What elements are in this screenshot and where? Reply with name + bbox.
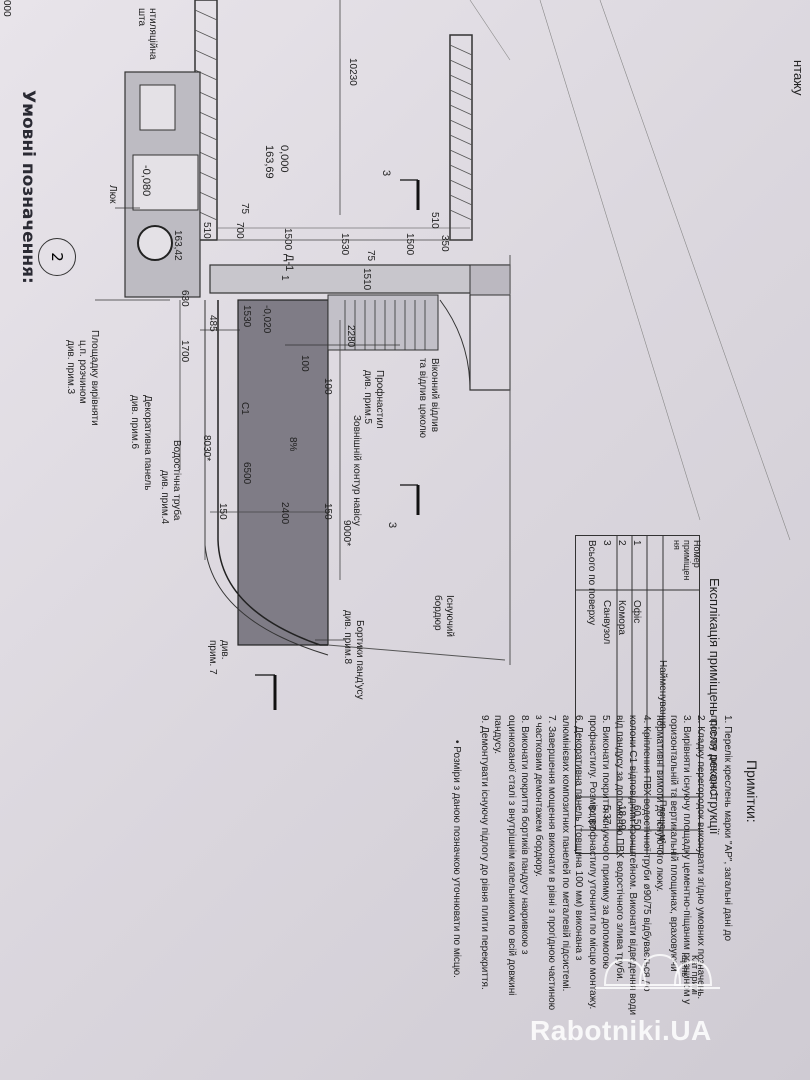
dim-8pct: 8% — [287, 437, 298, 452]
dim-1700: 1700 — [179, 340, 190, 363]
dim-485: 485 — [207, 315, 218, 332]
label-door-num: 1 — [279, 275, 290, 281]
label-level-16342: 163,42 — [172, 230, 183, 261]
row-total-label: Всього по поверху — [586, 540, 597, 626]
hatch-circle — [137, 225, 173, 261]
label-window-tide2: та відлив цоколю — [417, 358, 428, 439]
label-curb-canopy-note: див. прим.8 — [342, 610, 353, 665]
dim-1510: 1510 — [361, 268, 372, 291]
row-1-name: Офіс — [631, 600, 642, 624]
dim-6500: 6500 — [241, 462, 252, 485]
label-level-bottom: 163,69 — [263, 145, 275, 179]
label-curb-canopy: Бортики панд'усу — [354, 620, 365, 700]
label-existing-curb2: бордюр — [432, 595, 443, 631]
label-decor-panel: Декоративна панель — [142, 395, 153, 491]
label-drain-pipe-note: див. прим.4 — [159, 470, 170, 525]
section-mark-mid: 3 — [386, 522, 398, 529]
dim-510a: 510 — [429, 212, 440, 229]
label-window-tide: Віконний відлив — [429, 358, 440, 433]
dim-100b: 100 — [322, 378, 333, 395]
label-see: див. — [219, 640, 230, 660]
th-number: Номер приміщен ня — [672, 540, 702, 581]
dim-8030: 8030* — [201, 435, 212, 462]
dim-630: 630 — [179, 290, 190, 307]
note-line: 8. Виконати покриття бортиків пандусу на… — [519, 715, 531, 955]
note-line: 9. Демонтувати існуючу підлогу до рівня … — [479, 715, 490, 990]
dim-150a: 150 — [217, 503, 228, 520]
note-line: 7. Завершення мощення виконати в рівні з… — [546, 715, 558, 1011]
row-3-name: Санвузол — [601, 600, 612, 645]
helmet-workers-icon — [595, 953, 720, 989]
label-outer-contour: Зовнішній контур навісу — [351, 415, 362, 526]
label-level-minus-080: -0,080 — [140, 165, 152, 197]
dim-700: 700 — [234, 222, 245, 239]
label-platform: Площадку вирівняти — [89, 330, 100, 426]
label-shaft: шта — [136, 8, 147, 27]
dim-2280: 2280 — [345, 325, 356, 348]
dim-2400: 2400 — [279, 502, 290, 525]
note-line: оцинкованої сталі з внутрішнім капельник… — [506, 715, 517, 996]
label-platform3: див. прим.3 — [65, 340, 76, 395]
dim-1530a: 1530 — [339, 233, 350, 256]
label-level-minus-020: -0,020 — [261, 305, 272, 334]
label-profile: Профнастил — [374, 370, 385, 429]
label-existing-curb: Існуючий — [444, 595, 455, 637]
dim-100a: 100 — [299, 355, 310, 372]
wall-right-top — [449, 34, 473, 241]
note-line: пандусу. — [492, 715, 504, 754]
label-profile-note: див. прим.5 — [362, 370, 373, 425]
row-1-num: 1 — [631, 540, 642, 546]
note-line: алюмінієвих композитних панелей по метал… — [560, 715, 571, 992]
dim-1500b: 1500 — [404, 233, 415, 256]
dim-350: 350 — [439, 235, 450, 252]
dim-9000: 9000* — [341, 520, 352, 547]
dim-150b: 150 — [322, 503, 333, 520]
note-line: 6. Декоративна панель (товщина 100 мм) в… — [573, 715, 585, 961]
ramp-area — [237, 299, 329, 646]
dim-000: 000 — [1, 0, 12, 17]
explication-table — [575, 535, 700, 855]
label-door: Д-1 — [283, 254, 295, 272]
footnote: • Розміри з даною позначкою уточнювати п… — [451, 740, 462, 978]
dim-75a: 75 — [239, 203, 250, 215]
legend-title: Умовні позначення: — [18, 90, 38, 284]
note-line: з частковим демонтажем бордюру. — [533, 715, 544, 877]
dim-1530b: 1530 — [241, 305, 252, 328]
label-hatch: Люк — [107, 185, 118, 204]
label-level-top: 0,000 — [278, 145, 290, 173]
section-mark-top: 3 — [380, 170, 392, 177]
label-drain-pipe: Водостічна труба — [171, 440, 182, 521]
row-3-num: 3 — [601, 540, 612, 546]
notes-title: Примітки: — [744, 760, 760, 823]
label-see-note7: прим. 7 — [207, 640, 218, 675]
watermark: Rabotniki.UA — [530, 1015, 712, 1046]
label-platform2: ц.п. розчином — [77, 340, 88, 404]
label-top-cut: нтажу — [791, 60, 806, 96]
label-ventilation: нтиляційна — [147, 8, 158, 60]
label-decor-panel-note: див. прим.6 — [129, 395, 140, 450]
label-c1: С1 — [239, 402, 250, 415]
sheet-number: 2 — [38, 238, 76, 276]
dim-510b: 510 — [201, 222, 212, 239]
dim-75b: 75 — [365, 250, 376, 262]
row-2-num: 2 — [616, 540, 627, 546]
row-2-name: Комора — [616, 600, 627, 635]
dim-1500a: 1500 — [282, 228, 293, 251]
dim-10230: 10230 — [347, 58, 358, 86]
